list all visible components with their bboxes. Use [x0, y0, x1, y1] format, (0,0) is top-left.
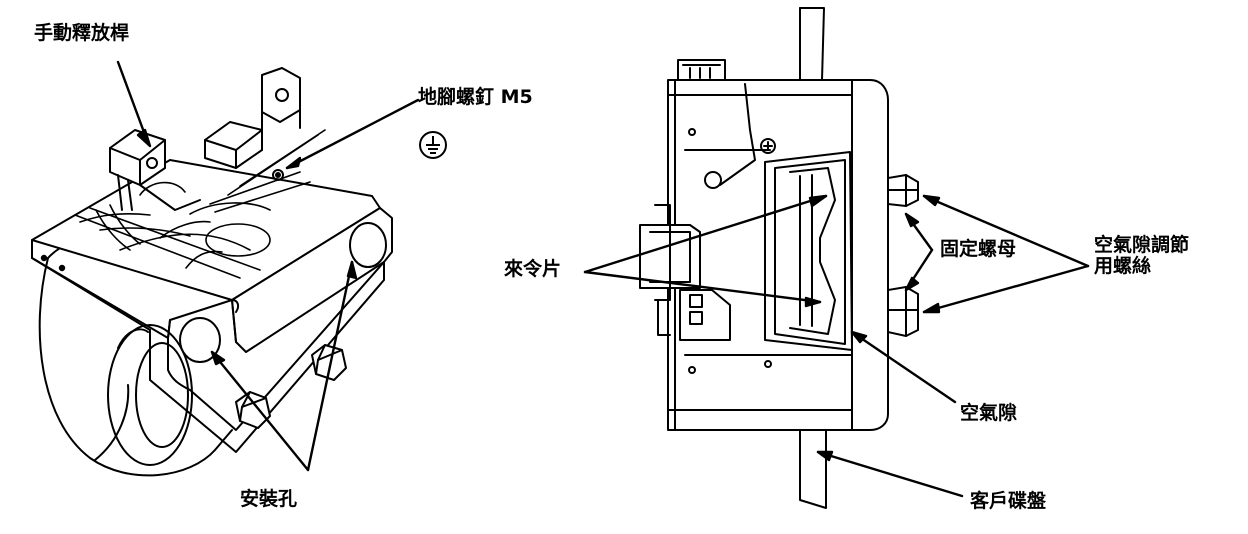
upper-bracket — [204, 67, 301, 181]
hex-bolts — [235, 344, 347, 429]
ground-icon — [419, 131, 447, 159]
armature-plate-label: 來令片 — [504, 258, 562, 280]
coil-body — [38, 237, 233, 477]
air-gap-label: 空氣隙 — [960, 402, 1018, 424]
side-screws — [688, 83, 776, 374]
customer-disc-label: 客戶碟盤 — [970, 490, 1047, 512]
leader-lines-left — [116, 60, 420, 472]
leader-lines-right — [583, 194, 1090, 498]
mounting-holes — [179, 222, 387, 363]
air-gap-adjust-screw-label-line1: 空氣隙調節 — [1094, 234, 1190, 256]
release-lever — [109, 129, 201, 211]
customer-disc-strip — [799, 7, 827, 509]
manual-release-lever-label: 手動釋放桿 — [34, 22, 130, 44]
internal-mechanism — [74, 129, 326, 279]
ground-screw-label: 地腳螺釘 M5 — [418, 86, 533, 108]
air-gap-adjust-screw-label-line2: 用螺絲 — [1094, 255, 1152, 277]
mounting-holes-label: 安裝孔 — [240, 488, 298, 510]
adjust-nuts — [887, 174, 919, 337]
lock-nut-label: 固定螺母 — [940, 238, 1017, 260]
